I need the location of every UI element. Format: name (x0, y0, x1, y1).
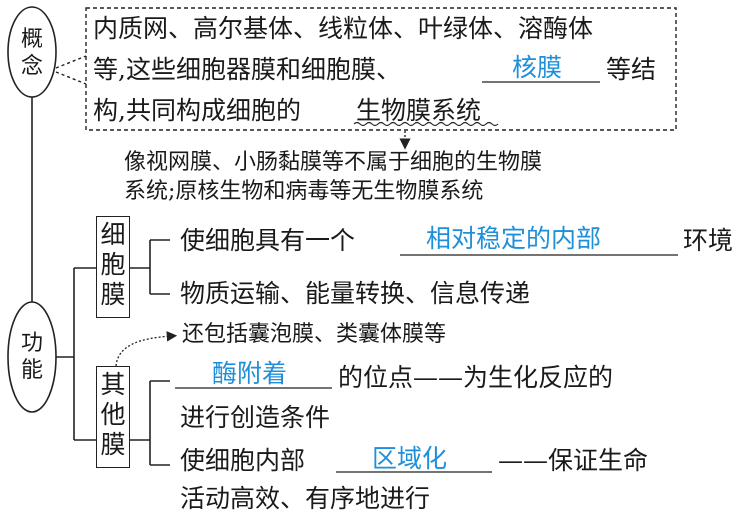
blank-compartmentalization: 区域化 (372, 444, 448, 473)
other-membranes-note: 还包括囊泡膜、类囊体膜等 (182, 322, 447, 347)
other-membranes-item-2: 使细胞内部 (180, 446, 306, 475)
cell-membrane-item-1: 使细胞具有一个 (180, 226, 356, 255)
cell-membrane-box: 细胞膜 (96, 216, 130, 318)
blank-nuclear-membrane: 核膜 (512, 53, 563, 82)
function-label: 功能 (20, 331, 43, 383)
cell-membrane-item-1-end: 环境 (683, 226, 734, 255)
concept-line-2-end: 等结 (606, 55, 657, 84)
concept-note-line-1: 像视网膜、小肠黏膜等不属于细胞的生物膜 (124, 150, 543, 175)
other-membranes-item-1: 的位点——为生化反应的 (338, 363, 614, 392)
concept-line-1: 内质网、高尔基体、线粒体、叶绿体、溶酶体 (93, 14, 594, 43)
other-membranes-item-1-line-2: 进行创造条件 (180, 403, 331, 432)
concept-line-3: 构,共同构成细胞的 (93, 96, 301, 125)
other-membranes-item-2-end: ——保证生命 (498, 446, 649, 475)
concept-label: 概念 (20, 27, 43, 79)
blank-stable-internal: 相对稳定的内部 (426, 224, 602, 253)
cell-membrane-item-2: 物质运输、能量转换、信息传递 (180, 279, 531, 308)
blank-enzyme-attachment: 酶附着 (212, 359, 288, 388)
key-term: 生物膜系统 (356, 96, 482, 125)
concept-line-2: 等,这些细胞器膜和细胞膜、 (93, 55, 401, 84)
concept-note-line-2: 系统;原核生物和病毒等无生物膜系统 (124, 179, 484, 204)
concept-box (85, 7, 677, 131)
other-membranes-item-2-line-2: 活动高效、有序地进行 (180, 484, 431, 513)
other-membranes-box: 其他膜 (96, 366, 130, 468)
key-term-wavy-underline (353, 121, 499, 127)
